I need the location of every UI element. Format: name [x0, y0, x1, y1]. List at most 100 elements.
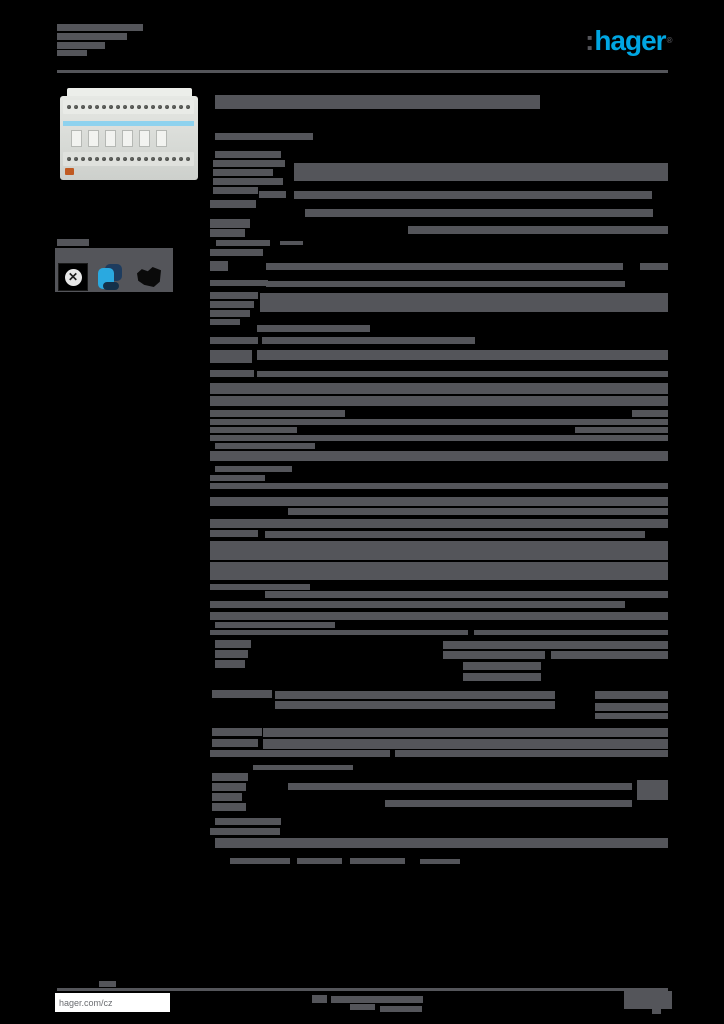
terminal-screw [67, 157, 71, 161]
greeked-text-line [215, 466, 292, 472]
header-address-line [57, 50, 87, 56]
greeked-text-line [215, 818, 281, 825]
terminal-screw [186, 105, 190, 109]
greeked-text-line [210, 370, 254, 377]
greeked-text-line [210, 584, 310, 590]
greeked-text-line [263, 739, 668, 749]
greeked-text-line [350, 858, 405, 864]
greeked-text-line [215, 622, 335, 628]
device-blue-stripe [63, 121, 194, 126]
footer-center-greeked [331, 996, 423, 1003]
greeked-text-line [210, 519, 668, 528]
logo-wordmark: hager [594, 25, 666, 56]
terminal-screw [130, 157, 134, 161]
greeked-text-line [297, 858, 342, 864]
terminal-screw [81, 157, 85, 161]
hager-logo: :hager® [585, 25, 672, 56]
greeked-text-line [210, 483, 668, 489]
greeked-text-line [632, 410, 668, 417]
greeked-text-line [210, 280, 268, 286]
greeked-text-line [262, 337, 475, 344]
footer-website-link[interactable]: hager.com/cz [59, 998, 113, 1008]
greeked-text-line [213, 187, 258, 194]
greeked-text-line [210, 530, 258, 537]
greeked-text-line [230, 858, 290, 864]
greeked-text-line [210, 261, 228, 271]
greeked-text-line [210, 383, 668, 394]
terminal-screw [88, 105, 92, 109]
greeked-text-line [210, 475, 265, 481]
programming-led [65, 168, 74, 175]
greeked-text-line [212, 690, 272, 698]
greeked-text-line [210, 350, 252, 363]
greeked-text-line [257, 371, 668, 377]
greeked-text-line [294, 191, 652, 199]
greeked-text-line [210, 427, 297, 433]
terminal-screw [137, 105, 141, 109]
terminal-screw [109, 157, 113, 161]
greeked-text-line [266, 263, 623, 270]
terminal-screw [172, 105, 176, 109]
device-label-window [88, 130, 99, 147]
greeked-text-line [263, 728, 668, 737]
greeked-text-line [474, 630, 668, 635]
terminal-screw [165, 105, 169, 109]
greeked-text-line [99, 981, 116, 987]
certification-icon: ✕ [58, 263, 88, 291]
greeked-text-line [463, 673, 541, 681]
terminal-screw [109, 105, 113, 109]
greeked-text-line [210, 562, 668, 580]
terminal-screw [144, 157, 148, 161]
page-number-greeked [652, 1009, 661, 1014]
greeked-text-line [385, 800, 632, 807]
terminal-row-bottom [63, 152, 194, 166]
terminal-screw [179, 105, 183, 109]
greeked-text-line [210, 410, 345, 417]
greeked-text-line [212, 728, 262, 736]
header-rule [57, 70, 668, 73]
greeked-text-line [210, 200, 256, 208]
header-address-line [57, 42, 105, 49]
logo-colon: : [585, 25, 594, 56]
greeked-text-line [215, 151, 281, 158]
greeked-text-line [215, 443, 315, 449]
device-label-window [139, 130, 150, 147]
greeked-text-line [210, 451, 668, 461]
greeked-text-line [210, 249, 263, 256]
greeked-text-line [551, 651, 668, 659]
greeked-text-line [395, 750, 668, 757]
greeked-text-line [288, 508, 668, 515]
header-address-line [57, 33, 127, 40]
greeked-text-line [275, 701, 555, 709]
footer-center-greeked [350, 1004, 375, 1010]
greeked-text-line [216, 240, 270, 246]
greeked-text-line [265, 591, 668, 598]
device-label-window [122, 130, 133, 147]
terminal-screw [172, 157, 176, 161]
header-address-line [57, 24, 143, 31]
greeked-text-line [280, 241, 303, 245]
device-label-window [156, 130, 167, 147]
greeked-text-line [213, 169, 273, 176]
terminal-screw [123, 157, 127, 161]
terminal-screw [95, 105, 99, 109]
app-icon-dark-shape [103, 282, 119, 290]
image-caption-greeked [57, 239, 89, 246]
certification-glyph: ✕ [64, 268, 82, 286]
footer-center-greeked [312, 995, 327, 1003]
knx-mark-shape [137, 267, 161, 287]
terminal-screw [137, 157, 141, 161]
greeked-text-line [595, 703, 668, 711]
greeked-text-line [637, 780, 668, 800]
greeked-text-line [212, 773, 248, 781]
greeked-text-line [213, 160, 285, 167]
greeked-text-line [210, 750, 390, 757]
greeked-text-line [210, 219, 250, 228]
terminal-screw [179, 157, 183, 161]
product-code-greeked [215, 133, 313, 140]
greeked-text-line [275, 691, 555, 699]
terminal-screw [151, 157, 155, 161]
device-top-cap [67, 88, 192, 99]
device-label-windows [71, 130, 167, 148]
